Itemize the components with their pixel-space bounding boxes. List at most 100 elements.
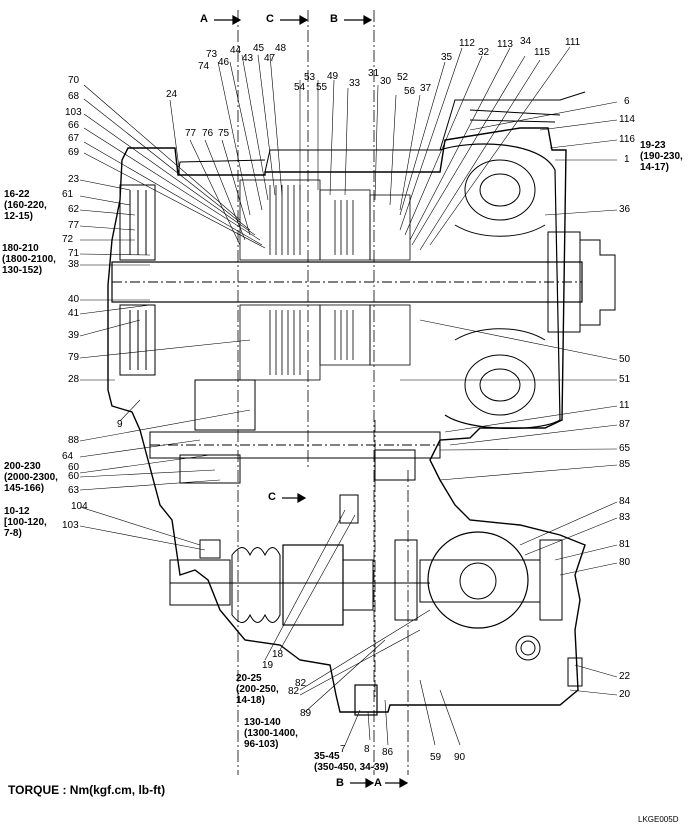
part-label: 88 (68, 435, 80, 446)
part-label: 38 (68, 259, 80, 270)
part-label: 90 (454, 752, 466, 763)
part-label: 6 (624, 96, 630, 107)
part-label: 74 (198, 61, 210, 72)
part-label: 73 (206, 49, 218, 60)
part-label: 103 (62, 520, 79, 531)
part-label: 60 (68, 462, 80, 473)
part-label: 83 (619, 512, 631, 523)
part-label: 24 (166, 89, 178, 100)
part-label: 48 (275, 43, 287, 54)
torque-spec: 200-230 (2000-2300, 145-166) (4, 461, 58, 494)
figure-code: LKGE005D (638, 815, 679, 824)
part-label: 86 (382, 747, 394, 758)
torque-spec: 130-140 (1300-1400, 96-103) (244, 717, 298, 750)
part-label: 51 (619, 374, 631, 385)
part-label: 41 (68, 308, 80, 319)
part-label: 115 (534, 47, 550, 58)
part-label: 28 (68, 374, 80, 385)
part-label: 76 (202, 128, 214, 139)
part-label: 111 (565, 37, 581, 48)
section-mark-c-top: C (266, 13, 274, 25)
section-mark-a-top: A (200, 13, 208, 25)
part-label: 103 (65, 107, 82, 118)
part-label: 45 (253, 43, 265, 54)
section-mark-b-top: B (330, 13, 338, 25)
part-label: 84 (619, 496, 631, 507)
part-label: 85 (619, 459, 631, 470)
part-label: 65 (619, 443, 631, 454)
torque-spec: 10-12 [100-120, 7-8) (4, 506, 47, 539)
part-label: 52 (397, 72, 409, 83)
part-label: 1 (624, 154, 630, 165)
part-label: 67 (68, 133, 80, 144)
part-label: 40 (68, 294, 80, 305)
part-label: 75 (218, 128, 230, 139)
part-label: 63 (68, 485, 80, 496)
part-label: 43 (242, 53, 254, 64)
part-label: 39 (68, 330, 80, 341)
part-label: 62 (68, 204, 80, 215)
part-label: 50 (619, 354, 631, 365)
part-label: 71 (68, 248, 80, 259)
part-label: 77 (68, 220, 80, 231)
part-label: 80 (619, 557, 631, 568)
part-label: 33 (349, 78, 361, 89)
part-label: 59 (430, 752, 442, 763)
part-label: 61 (62, 189, 74, 200)
part-label: 34 (520, 36, 532, 47)
part-label: 112 (459, 38, 475, 49)
part-label: 54 (294, 82, 306, 93)
part-label: 60 (68, 471, 80, 482)
part-label: 81 (619, 539, 631, 550)
part-label: 69 (68, 147, 80, 158)
part-label: 47 (264, 53, 276, 64)
part-label: 64 (62, 451, 74, 462)
section-mark-c-mid: C (268, 491, 276, 503)
part-label: 68 (68, 91, 80, 102)
part-label: 77 (185, 128, 197, 139)
part-label: 56 (404, 86, 416, 97)
part-label: 18 (272, 649, 284, 660)
torque-spec: 20-25 (200-250, 14-18) (236, 673, 279, 706)
torque-units-legend: TORQUE : Nm(kgf.cm, lb-ft) (8, 783, 166, 797)
part-label: 19 (262, 660, 274, 671)
torque-spec: 16-22 (160-220, 12-15) (4, 189, 47, 222)
part-label: 113 (497, 39, 513, 50)
part-label: 82 (288, 686, 300, 697)
part-label: 31 (368, 68, 380, 79)
part-label: 82 (295, 678, 307, 689)
part-label: 87 (619, 419, 631, 430)
section-mark-b-bottom: B (336, 777, 344, 789)
part-label: 32 (478, 47, 490, 58)
part-label: 30 (380, 76, 392, 87)
part-label: 44 (230, 45, 242, 56)
section-mark-a-bottom: A (374, 777, 382, 789)
part-label: 22 (619, 671, 631, 682)
part-label: 66 (68, 120, 80, 131)
part-label: 89 (300, 708, 312, 719)
part-label: 36 (619, 204, 631, 215)
part-label: 55 (316, 82, 328, 93)
part-label: 9 (117, 419, 123, 430)
part-label: 49 (327, 71, 339, 82)
part-label: 37 (420, 83, 432, 94)
torque-spec: 19-23 (190-230, 14-17) (640, 140, 683, 173)
part-label: 72 (62, 234, 74, 245)
part-label: 70 (68, 75, 80, 86)
part-label: 23 (68, 174, 80, 185)
part-label: 114 (619, 114, 635, 125)
part-label: 104 (71, 501, 88, 512)
part-label: 35 (441, 52, 453, 63)
part-label: 79 (68, 352, 80, 363)
torque-spec: 35-45 (350-450, 34-39) (314, 751, 389, 773)
part-label: 20 (619, 689, 631, 700)
part-label: 116 (619, 134, 635, 145)
torque-spec: 180-210 (1800-2100, 130-152) (2, 243, 56, 276)
part-label: 53 (304, 72, 316, 83)
part-label: 7 (340, 744, 346, 755)
part-label: 8 (364, 744, 370, 755)
part-label: 46 (218, 57, 230, 68)
part-label: 11 (619, 400, 630, 411)
